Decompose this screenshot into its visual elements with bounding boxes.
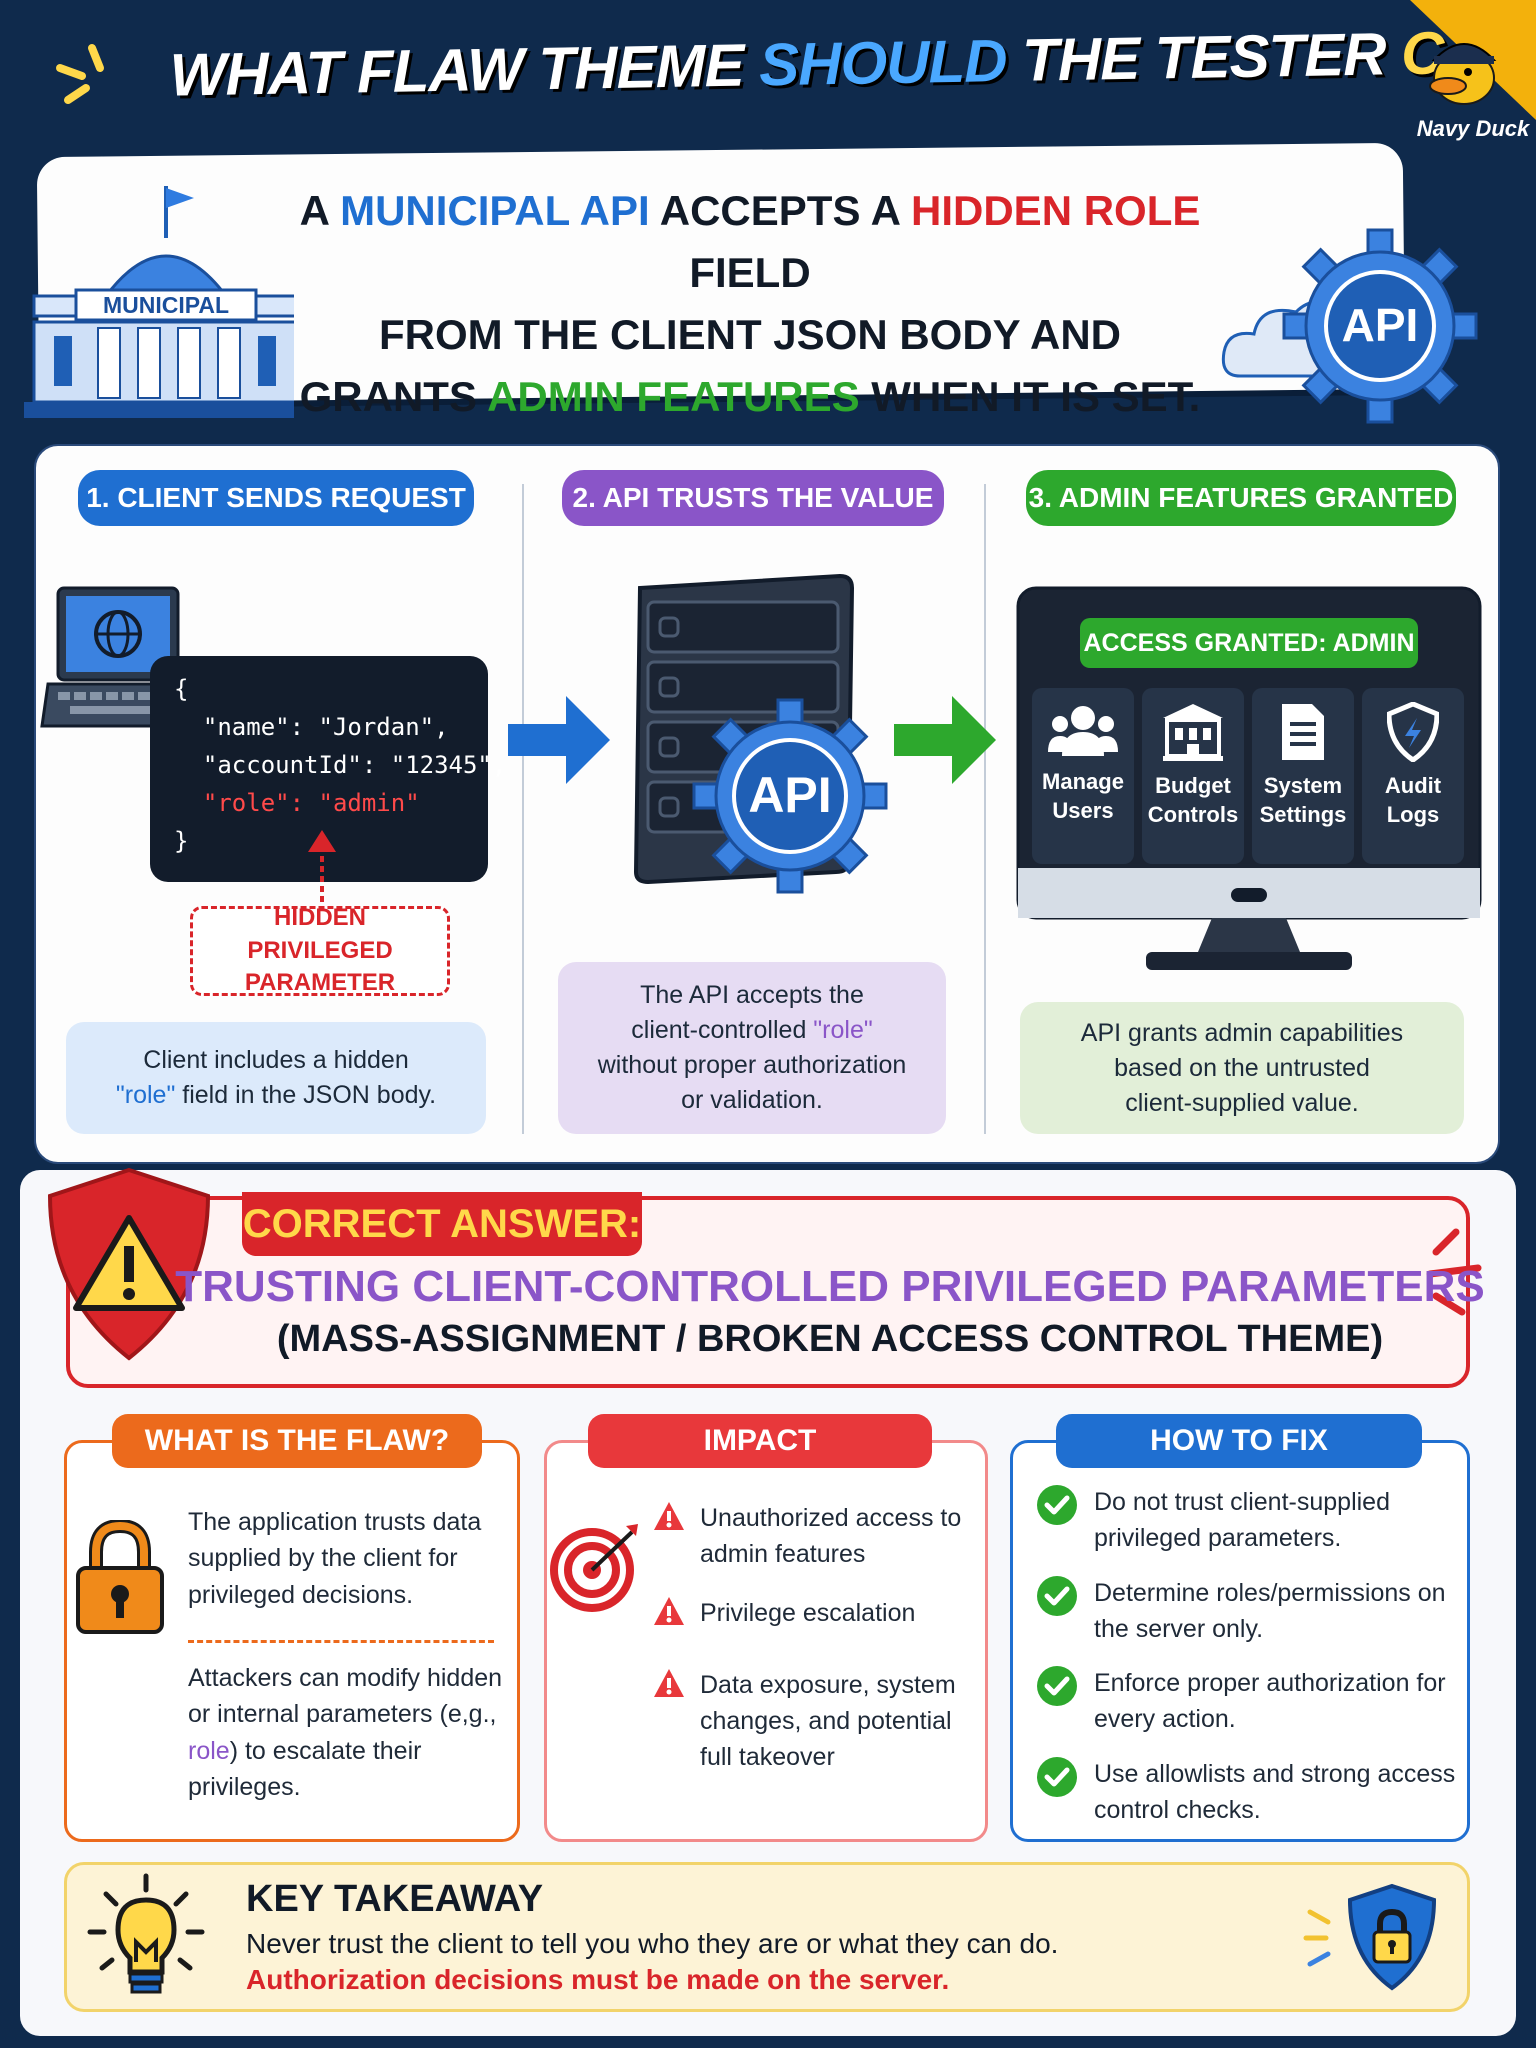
shield-icon [1387,702,1439,762]
step-2-title: 2. API TRUSTS THE VALUE [562,470,944,526]
warning-icon [654,1502,684,1530]
takeaway-line-1: Never trust the client to tell you who t… [246,1928,1059,1959]
warning-icon [654,1596,684,1625]
fix-box [1010,1440,1470,1842]
impact-item: Data exposure, system changes, and poten… [652,1667,972,1776]
sparkle-icon [50,40,120,110]
fix-item: Do not trust client-supplied privileged … [1036,1484,1456,1557]
code-line: } [174,827,189,855]
check-icon [1037,1575,1077,1616]
brand-name: Navy Duck [1416,116,1530,141]
callout-arrow-icon [304,828,340,908]
api-gear-label: API [748,767,832,823]
sparkle-icon [1416,1222,1486,1322]
lock-shield-icon [1300,1882,1440,1992]
fix-item: Determine roles/permissions on the serve… [1036,1575,1456,1648]
building-icon [1163,704,1223,761]
users-icon [1048,706,1118,756]
step-divider [984,484,986,1134]
check-icon [1037,1756,1077,1797]
code-line: { [174,675,189,703]
api-gear-label: API [1341,299,1419,351]
scenario-text: A MUNICIPAL API ACCEPTS A HIDDEN ROLE FI… [250,180,1250,428]
fix-list: Do not trust client-supplied privileged … [1036,1484,1456,1828]
step-divider [522,484,524,1134]
flaw-divider [188,1640,494,1643]
laptop-icon [40,586,190,732]
flow-arrow-icon [504,690,614,790]
step-3-title: 3. ADMIN FEATURES GRANTED [1026,470,1456,526]
access-granted-banner: ACCESS GRANTED: ADMIN [1080,618,1418,668]
building-label: MUNICIPAL [102,292,230,318]
warning-icon [654,1668,684,1697]
check-icon [1037,1666,1077,1706]
scenario-line-3: GRANTS ADMIN FEATURES WHEN IT IS SET. [299,373,1201,420]
municipal-building-icon: MUNICIPAL [14,176,308,426]
impact-box [544,1440,988,1842]
answer-line-1: TRUSTING CLIENT-CONTROLLED PRIVILEGED PA… [175,1262,1485,1311]
impact-title: IMPACT [588,1414,932,1468]
scenario-line-2: FROM THE CLIENT JSON BODY AND [378,311,1122,358]
answer-label: CORRECT ANSWER: [242,1192,642,1256]
takeaway-line-2: Authorization decisions must be made on … [246,1964,950,1995]
answer-line-2: (MASS-ASSIGNMENT / BROKEN ACCESS CONTROL… [276,1318,1384,1360]
impact-list: Unauthorized access to admin features Pr… [652,1500,972,1776]
code-line: "name": "Jordan", [174,713,449,741]
check-icon [1037,1485,1077,1525]
warning-shield-icon [44,1166,214,1362]
step-2-note: The API accepts the client-controlled "r… [558,962,946,1134]
fix-item: Enforce proper authorization for every a… [1036,1665,1456,1738]
flaw-paragraph-1: The application trusts data supplied by … [188,1508,482,1609]
target-icon [548,1520,640,1612]
flaw-paragraph-2: Attackers can modify hidden or internal … [188,1664,503,1801]
lightbulb-icon [84,1872,208,2002]
page-title: WHAT FLAW THEME SHOULD THE TESTER CALL O… [169,14,1536,109]
impact-item: Unauthorized access to admin features [652,1500,972,1573]
api-gear-icon: API [1220,226,1480,426]
takeaway-title: KEY TAKEAWAY [246,1878,544,1920]
step-1-note: Client includes a hidden "role" field in… [66,1022,486,1134]
step-1-title: 1. CLIENT SENDS REQUEST [78,470,474,526]
step-3-note: API grants admin capabilities based on t… [1020,1002,1464,1134]
document-icon [1282,704,1324,760]
fix-item: Use allowlists and strong access control… [1036,1756,1456,1829]
takeaway-box [64,1862,1470,2012]
code-line: "accountId": "12345", [174,751,507,779]
brand-corner: Navy Duck [1390,0,1536,150]
fix-title: HOW TO FIX [1056,1414,1422,1468]
scenario-line-1: A MUNICIPAL API ACCEPTS A HIDDEN ROLE FI… [299,187,1201,296]
api-gear-icon: API [690,696,890,896]
code-line-role: "role": "admin" [174,789,420,817]
impact-item: Privilege escalation [652,1595,972,1631]
duck-mascot-icon [1410,0,1536,120]
hidden-parameter-callout: HIDDEN PRIVILEGED PARAMETER [190,904,450,996]
padlock-icon [72,1518,168,1636]
flow-arrow-icon [890,690,1000,790]
flaw-title: WHAT IS THE FLAW? [112,1414,482,1468]
